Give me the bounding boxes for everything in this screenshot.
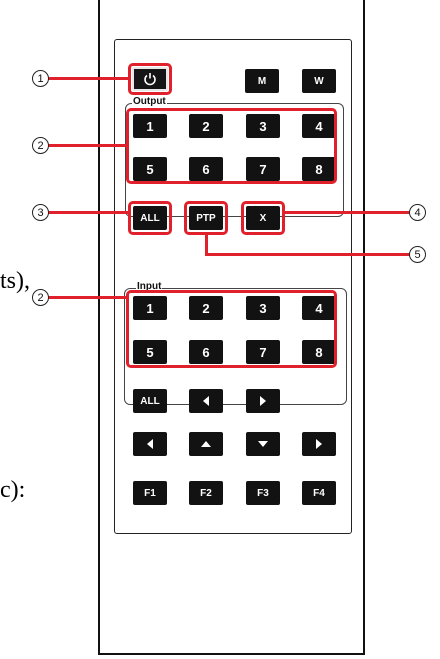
input-group-label: Input <box>136 281 163 292</box>
output-all-button[interactable]: ALL <box>133 206 167 230</box>
ptp-button[interactable]: PTP <box>189 206 223 230</box>
nav-down-button[interactable] <box>246 432 280 456</box>
power-icon <box>144 73 156 86</box>
input-1-button[interactable]: 1 <box>133 296 167 320</box>
output-1-button[interactable]: 1 <box>133 114 167 138</box>
m-button[interactable]: M <box>245 69 279 93</box>
f2-button[interactable]: F2 <box>189 481 223 505</box>
output-8-button[interactable]: 8 <box>302 157 336 181</box>
input-5-button[interactable]: 5 <box>133 340 167 364</box>
page-text-fragment-lower: c): <box>0 477 26 503</box>
w-button[interactable]: W <box>302 69 336 93</box>
output-group-frame <box>125 103 344 217</box>
input-right-button[interactable] <box>246 389 280 413</box>
callout-line-5-horizontal <box>205 253 410 256</box>
input-2-button[interactable]: 2 <box>189 296 223 320</box>
f3-button[interactable]: F3 <box>246 481 280 505</box>
arrow-left-icon <box>203 396 209 406</box>
callout-line-5-vertical <box>205 234 208 255</box>
f1-button[interactable]: F1 <box>133 481 167 505</box>
f4-button[interactable]: F4 <box>302 481 336 505</box>
callout-4: 4 <box>409 204 426 221</box>
output-3-button[interactable]: 3 <box>246 114 280 138</box>
callout-3: 3 <box>32 204 49 221</box>
arrow-up-icon <box>201 441 211 447</box>
arrow-down-icon <box>258 441 268 447</box>
arrow-right-icon <box>316 439 322 449</box>
output-2-button[interactable]: 2 <box>189 114 223 138</box>
remote-key-panel <box>114 39 352 534</box>
input-group-frame <box>124 288 347 405</box>
callout-line-3 <box>48 211 129 214</box>
callout-line-1 <box>48 77 129 80</box>
input-6-button[interactable]: 6 <box>189 340 223 364</box>
output-group-label: Output <box>132 96 167 107</box>
nav-up-button[interactable] <box>189 432 223 456</box>
page-text-fragment-upper: ts), <box>0 268 30 294</box>
arrow-right-icon <box>260 396 266 406</box>
output-5-button[interactable]: 5 <box>133 157 167 181</box>
input-3-button[interactable]: 3 <box>246 296 280 320</box>
input-7-button[interactable]: 7 <box>246 340 280 364</box>
nav-right-button[interactable] <box>302 432 336 456</box>
callout-line-2-input <box>48 296 127 299</box>
callout-line-2-output <box>48 144 127 147</box>
input-left-button[interactable] <box>189 389 223 413</box>
callout-5: 5 <box>409 246 426 263</box>
input-4-button[interactable]: 4 <box>302 296 336 320</box>
callout-1: 1 <box>32 70 49 87</box>
nav-left-button[interactable] <box>133 432 167 456</box>
output-4-button[interactable]: 4 <box>302 114 336 138</box>
power-button[interactable] <box>132 67 168 91</box>
callout-line-4 <box>285 211 409 214</box>
output-6-button[interactable]: 6 <box>189 157 223 181</box>
callout-2-output: 2 <box>32 137 49 154</box>
arrow-left-icon <box>147 439 153 449</box>
input-all-button[interactable]: ALL <box>133 389 167 413</box>
output-7-button[interactable]: 7 <box>246 157 280 181</box>
x-button[interactable]: X <box>246 206 280 230</box>
callout-2-input: 2 <box>32 289 49 306</box>
input-8-button[interactable]: 8 <box>302 340 336 364</box>
